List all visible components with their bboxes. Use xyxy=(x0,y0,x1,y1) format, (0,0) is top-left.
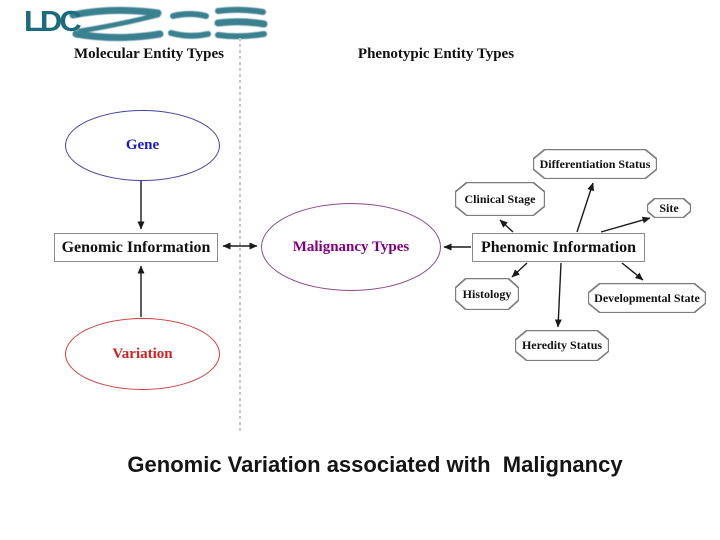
gene-label: Gene xyxy=(125,137,160,153)
header-molecular-entity-types: Molecular Entity Types xyxy=(74,46,224,62)
octagon-fill xyxy=(516,331,608,360)
genomic-information-node: Genomic Information xyxy=(54,233,218,262)
histology-label: Histology xyxy=(462,286,512,301)
phenomic-information-node: Phenomic Information xyxy=(472,233,645,262)
arrow-phenomic-to-clinical-stage xyxy=(499,219,514,233)
octagon-fill xyxy=(456,183,544,215)
clinical-stage-label: Clinical Stage xyxy=(464,191,536,206)
arrow-phenomic-to-heredity-status xyxy=(554,262,562,328)
slide-title: Genomic Variation associated with Malign… xyxy=(127,452,623,477)
arrow-phenomic-to-histology xyxy=(511,262,528,278)
arrow-phenomic-to-site xyxy=(600,216,651,233)
gene-node: Gene xyxy=(65,110,220,181)
heredity-status-node: Heredity Status xyxy=(515,330,609,361)
developmental-state-node: Developmental State xyxy=(588,283,706,313)
variation-label: Variation xyxy=(112,345,173,362)
clinical-stage-node: Clinical Stage xyxy=(455,182,545,216)
octagon-fill xyxy=(589,284,705,312)
octagon-fill xyxy=(648,199,690,217)
octagon-fill xyxy=(456,279,518,309)
octagon-fill xyxy=(534,150,656,178)
arrow-phenomic-to-developmental-state xyxy=(621,262,644,281)
header-phenotypic-entity-types: Phenotypic Entity Types xyxy=(357,46,515,62)
differentiation-status-label: Differentiation Status xyxy=(539,156,651,171)
site-label: Site xyxy=(659,200,679,215)
column-divider-dashed-line xyxy=(239,38,241,432)
site-node: Site xyxy=(647,198,691,218)
phenomic-information-label: Phenomic Information xyxy=(480,238,637,256)
genomic-information-label: Genomic Information xyxy=(61,238,211,256)
variation-node: Variation xyxy=(65,318,220,390)
differentiation-status-node: Differentiation Status xyxy=(533,149,657,179)
malignancy-types-label: Malignancy Types xyxy=(292,238,410,255)
arrow-phenomic-to-differentiation-status xyxy=(576,182,594,233)
histology-node: Histology xyxy=(455,278,519,310)
developmental-state-label: Developmental State xyxy=(594,290,700,305)
logo-scribble-text xyxy=(69,6,268,41)
heredity-status-label: Heredity Status xyxy=(521,338,603,352)
ldc-logo: LDC xyxy=(24,5,82,38)
malignancy-types-node: Malignancy Types xyxy=(261,203,441,291)
